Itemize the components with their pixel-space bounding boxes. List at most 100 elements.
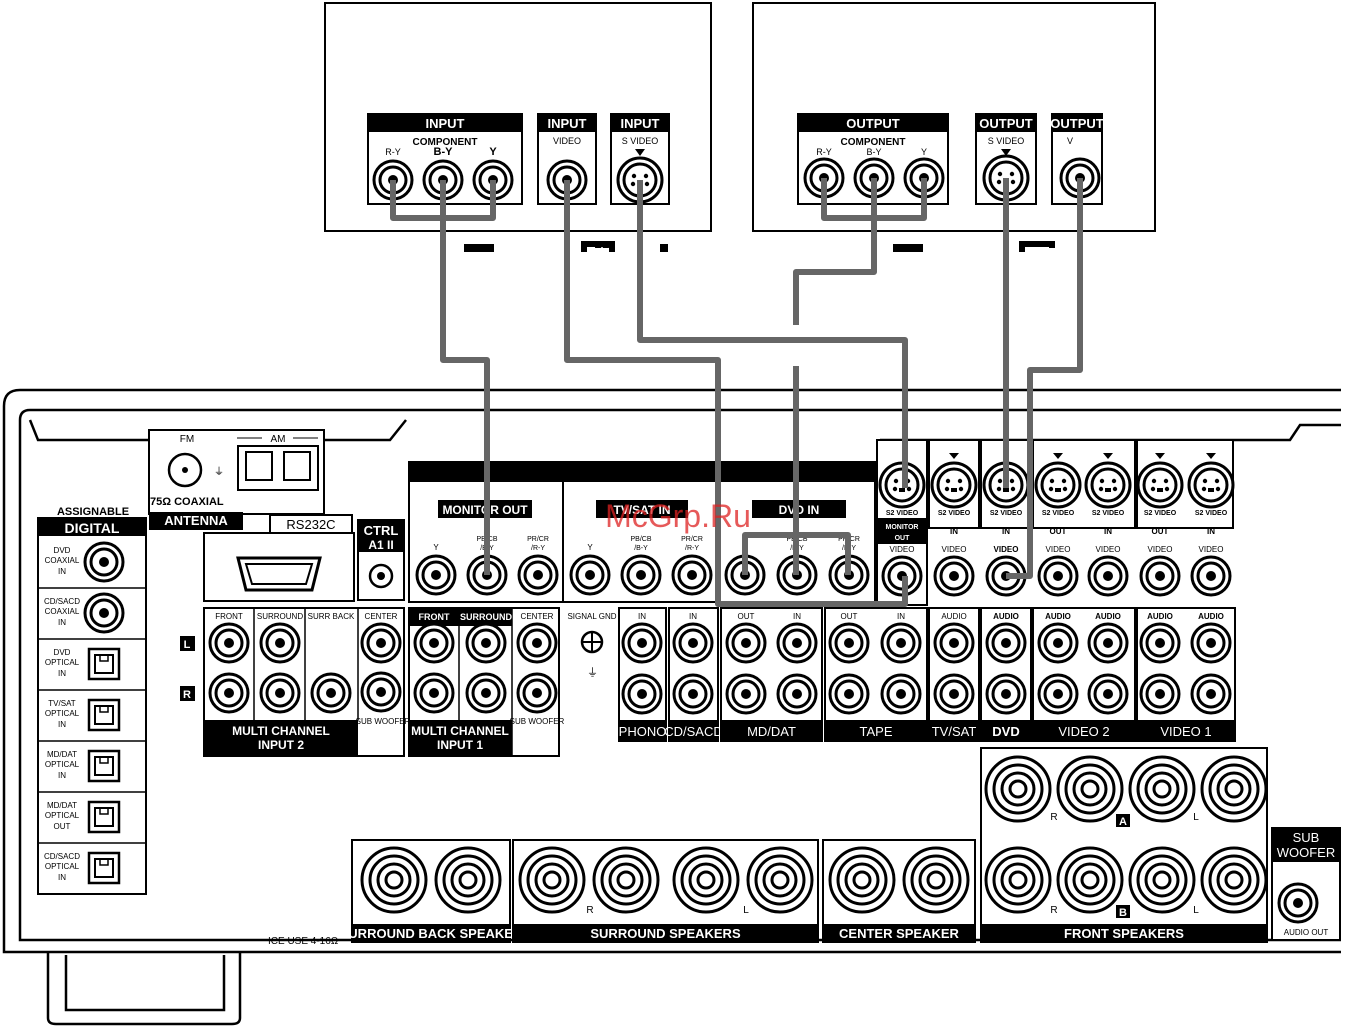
tv-by-label: B-Y	[434, 146, 454, 158]
front-a-terminal[interactable]	[1056, 755, 1124, 823]
mc2-r-jack[interactable]	[208, 672, 250, 714]
audio-l-jack[interactable]	[880, 622, 922, 664]
video2-in-audio-r-jack[interactable]	[1087, 673, 1129, 715]
front-b-terminal[interactable]	[1128, 846, 1196, 914]
front-b-terminal[interactable]	[1200, 846, 1268, 914]
digital-optical-jack[interactable]	[87, 749, 121, 783]
component-jack[interactable]	[620, 554, 662, 596]
dvd-y-label: Y	[921, 147, 927, 157]
arrow-down-icon	[1206, 453, 1216, 459]
digital-input-label-3: IN	[58, 669, 66, 678]
audio-l-jack[interactable]	[621, 622, 663, 664]
audio-r-jack[interactable]	[672, 673, 714, 715]
mc2-l-jack[interactable]	[259, 622, 301, 664]
tvsat-audio-r-jack[interactable]	[933, 673, 975, 715]
audio-r-jack[interactable]	[776, 673, 818, 715]
audio-l-jack[interactable]	[776, 622, 818, 664]
surround-l-terminal[interactable]	[672, 846, 740, 914]
audio-group-band	[619, 720, 666, 741]
cable-tv-by-to-monitor	[440, 180, 490, 575]
mc2-surrback-jack[interactable]	[310, 672, 352, 714]
digital-coaxial-jack[interactable]	[83, 592, 125, 634]
surround-r-terminal[interactable]	[518, 846, 586, 914]
mc1-front-label: FRONT	[419, 612, 450, 622]
mc1-sub-jack[interactable]	[516, 672, 558, 714]
digital-input-label-2: OPTICAL	[45, 811, 80, 820]
antenna-section: FM AM ⏚ 75Ω COAXIAL ANTENNA	[148, 429, 325, 530]
component-label: PR/CR	[681, 536, 703, 543]
mc1-l-jack[interactable]	[413, 622, 455, 664]
video2-in-svideo-jack[interactable]	[1084, 461, 1132, 509]
audio-l-jack[interactable]	[672, 622, 714, 664]
dvd-audio-r-jack[interactable]	[985, 673, 1027, 715]
front-a-terminal[interactable]	[984, 755, 1052, 823]
surround-l-terminal[interactable]	[746, 846, 814, 914]
front-a-terminal[interactable]	[1200, 755, 1268, 823]
video1-out-svideo-jack[interactable]	[1136, 461, 1184, 509]
video1-in-video-jack[interactable]	[1190, 555, 1232, 597]
mc2-r-jack[interactable]	[259, 672, 301, 714]
mc2-sub-jack[interactable]	[360, 671, 402, 713]
audio-r-jack[interactable]	[828, 673, 870, 715]
digital-coaxial-jack[interactable]	[83, 541, 125, 583]
center-terminal[interactable]	[828, 846, 896, 914]
mc1-r-jack[interactable]	[465, 672, 507, 714]
left-channel-label: L	[184, 639, 191, 651]
video2-out-svideo-jack[interactable]	[1034, 461, 1082, 509]
audio-label: AUDIO	[1198, 612, 1224, 621]
component-jack[interactable]	[415, 554, 457, 596]
component-jack[interactable]	[671, 554, 713, 596]
audio-r-jack[interactable]	[880, 673, 922, 715]
audio-group-label: TV/SAT	[932, 724, 977, 739]
speaker-label: SURROUND SPEAKERS	[590, 926, 741, 941]
cables	[390, 178, 1083, 607]
mc1-center-jack[interactable]	[516, 622, 558, 664]
video2-out-audio-l-jack[interactable]	[1037, 622, 1079, 664]
video1-out-video-jack[interactable]	[1139, 555, 1181, 597]
front-b-terminal[interactable]	[984, 846, 1052, 914]
video1-out-audio-r-jack[interactable]	[1139, 673, 1181, 715]
mc2-center-jack[interactable]	[360, 622, 402, 664]
io-label: IN	[1104, 527, 1112, 536]
video1-in-svideo-jack[interactable]	[1187, 461, 1235, 509]
component-jack[interactable]	[569, 554, 611, 596]
dvd-audio-l-jack[interactable]	[985, 622, 1027, 664]
subwoofer-audio-out-jack[interactable]	[1277, 882, 1319, 924]
receiver-body	[2, 388, 1341, 1026]
audio-r-jack[interactable]	[725, 673, 767, 715]
audio-l-jack[interactable]	[828, 622, 870, 664]
audio-r-jack[interactable]	[621, 673, 663, 715]
tvsat-svideo-jack[interactable]	[930, 461, 978, 509]
mc2-l-jack[interactable]	[208, 622, 250, 664]
video1-in-audio-r-jack[interactable]	[1190, 673, 1232, 715]
antenna-label: ANTENNA	[164, 513, 228, 528]
component-jack[interactable]	[517, 554, 559, 596]
surround-back-terminal[interactable]	[360, 846, 428, 914]
speaker-r-label: R	[1050, 812, 1057, 823]
video1-in-audio-l-jack[interactable]	[1190, 622, 1232, 664]
video2-out-video-jack[interactable]	[1037, 555, 1079, 597]
speaker-l-label: L	[743, 905, 749, 916]
tvsat-video-jack[interactable]	[933, 555, 975, 597]
ground-icon: ⏚	[587, 666, 598, 679]
video2-in-audio-l-jack[interactable]	[1087, 622, 1129, 664]
speaker-band	[513, 924, 818, 942]
digital-optical-jack[interactable]	[87, 800, 121, 834]
video1-out-audio-l-jack[interactable]	[1139, 622, 1181, 664]
front-b-terminal[interactable]	[1056, 846, 1124, 914]
center-terminal[interactable]	[902, 846, 970, 914]
tvsat-audio-l-jack[interactable]	[933, 622, 975, 664]
digital-optical-jack[interactable]	[87, 647, 121, 681]
surround-r-terminal[interactable]	[592, 846, 660, 914]
video2-in-video-jack[interactable]	[1087, 555, 1129, 597]
front-a-terminal[interactable]	[1128, 755, 1196, 823]
mc1-l-jack[interactable]	[465, 622, 507, 664]
video2-out-audio-r-jack[interactable]	[1037, 673, 1079, 715]
digital-optical-jack[interactable]	[87, 851, 121, 885]
mc1-r-jack[interactable]	[413, 672, 455, 714]
audio-group-band	[721, 720, 822, 741]
audio-l-jack[interactable]	[725, 622, 767, 664]
digital-optical-jack[interactable]	[87, 698, 121, 732]
surround-back-terminal[interactable]	[434, 846, 502, 914]
